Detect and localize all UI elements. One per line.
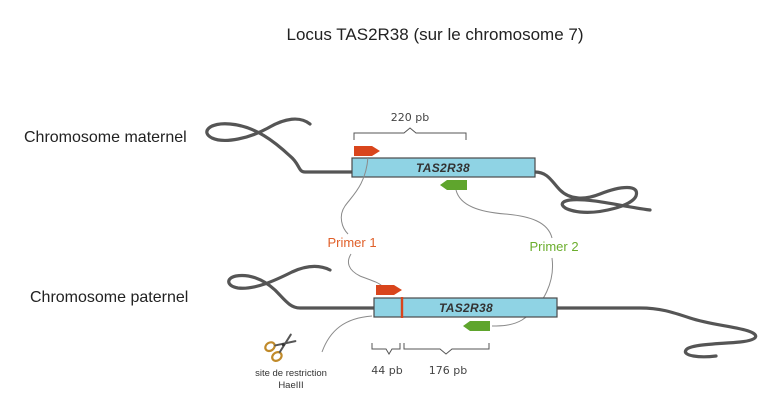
maternal-gene-label: TAS2R38	[416, 161, 470, 175]
scissors-icon	[264, 333, 297, 362]
paternal-gene-label: TAS2R38	[439, 301, 493, 315]
primer2-leader-maternal	[455, 189, 553, 239]
paternal-primer2-arrow	[463, 321, 490, 331]
paternal-dna-left	[227, 264, 376, 310]
maternal-220bp-brace	[353, 127, 467, 140]
maternal-primer1-arrow	[354, 146, 380, 156]
primer2-leader-paternal	[491, 257, 554, 327]
primer1-leader-paternal	[347, 253, 383, 287]
paternal-176bp-label: 176 pb	[429, 364, 467, 377]
paternal-176bp-brace	[403, 343, 490, 355]
primer1-leader-maternal	[340, 156, 369, 235]
restriction-site-label-line1: site de restriction	[255, 368, 327, 379]
primer2-label: Primer 2	[529, 239, 578, 254]
restriction-site-label-line2: HaeIII	[278, 380, 303, 391]
paternal-chromosome-label: Chromosome paternel	[30, 289, 188, 306]
maternal-220bp-label: 220 pb	[391, 111, 429, 124]
paternal-44bp-brace	[371, 343, 401, 355]
paternal-gene-box	[373, 297, 558, 318]
primer1-label: Primer 1	[327, 235, 376, 250]
maternal-dna-left	[205, 117, 354, 174]
paternal-primer1-arrow	[376, 285, 402, 295]
diagram-title: Locus TAS2R38 (sur le chromosome 7)	[287, 25, 584, 44]
maternal-gene-box	[351, 157, 536, 178]
restriction-site-leader	[321, 315, 373, 353]
maternal-dna-right	[533, 170, 652, 214]
maternal-primer2-arrow	[440, 180, 467, 190]
maternal-chromosome-label: Chromosome maternel	[24, 129, 187, 146]
paternal-44bp-label: 44 pb	[371, 364, 402, 377]
paternal-dna-right	[555, 306, 758, 359]
